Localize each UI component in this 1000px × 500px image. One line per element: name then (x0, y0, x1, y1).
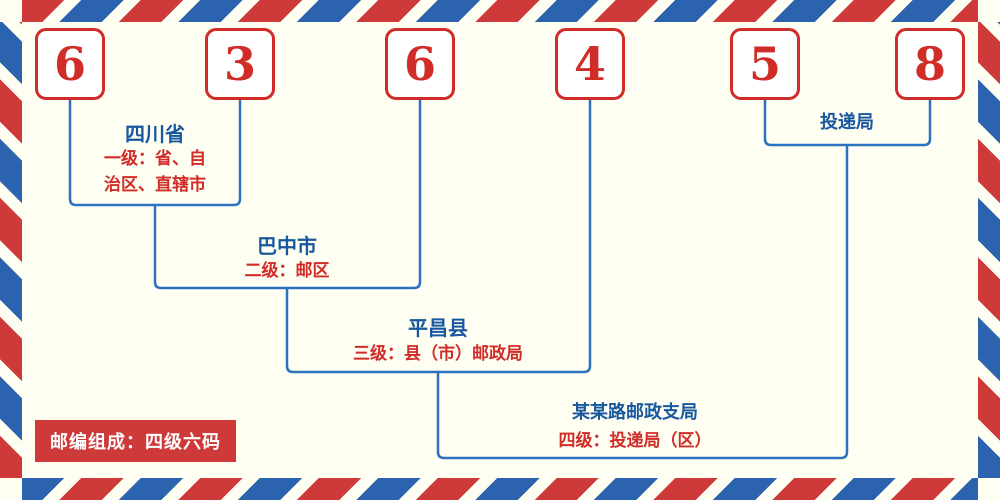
digit-box-2: 3 (205, 28, 275, 100)
delivery-office-label: 投递局 (820, 112, 874, 132)
airmail-border-right (978, 22, 1000, 478)
level2-name: 巴中市 (257, 236, 317, 258)
digit-2: 3 (223, 37, 256, 91)
airmail-border-top (22, 0, 978, 22)
digit-box-4: 4 (555, 28, 625, 100)
digit-1: 6 (53, 37, 86, 91)
digit-3: 6 (403, 37, 436, 91)
digit-box-5: 5 (730, 28, 800, 100)
digit-box-1: 6 (35, 28, 105, 100)
footer-badge: 邮编组成：四级六码 (35, 420, 236, 462)
level1-desc-line1: 一级：省、自 (104, 149, 206, 168)
airmail-border-bottom (22, 478, 978, 500)
digit-5: 5 (748, 37, 781, 91)
level2-desc: 二级：邮区 (244, 261, 330, 280)
digit-box-6: 8 (895, 28, 965, 100)
digit-4: 4 (573, 37, 606, 91)
digit-box-3: 6 (385, 28, 455, 100)
level3-name: 平昌县 (408, 318, 468, 340)
level1-desc-line2: 治区、直辖市 (104, 175, 206, 195)
level4-desc: 四级：投递局（区） (558, 431, 712, 450)
level1-name: 四川省 (125, 124, 185, 146)
level1-desc: 一级：省、自 治区、直辖市 (104, 146, 206, 199)
airmail-border-left (0, 22, 22, 478)
level4-name: 某某路邮政支局 (572, 402, 698, 422)
level3-desc: 三级：县（市）邮政局 (353, 344, 523, 363)
digit-6: 8 (913, 37, 946, 91)
